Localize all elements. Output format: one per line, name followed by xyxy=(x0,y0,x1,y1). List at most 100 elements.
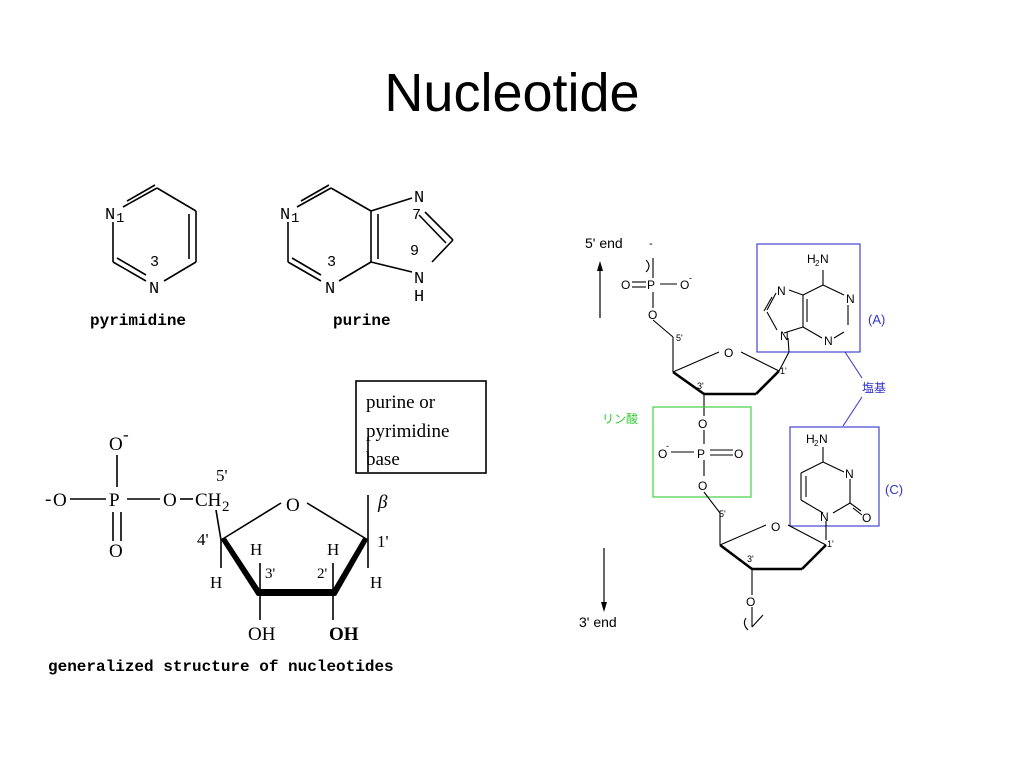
purine-pos1: 1 xyxy=(291,211,299,227)
phosphate-charge-left: - xyxy=(45,489,51,510)
adenine-h2n-h: H xyxy=(807,252,816,266)
pos3-label: 3' xyxy=(265,566,276,582)
cytosine-h2n-h: H xyxy=(806,432,815,446)
phosphate-o-link: O xyxy=(163,490,177,511)
purine-structure xyxy=(287,184,454,282)
base-label-connector xyxy=(842,351,863,427)
cytosine-o: O xyxy=(862,511,871,525)
pos1-label: 1' xyxy=(377,532,389,551)
upper-phosphate-charge: - xyxy=(689,273,692,283)
cytosine-box xyxy=(789,426,880,527)
phosphate-japanese-label: リン酸 xyxy=(602,411,638,426)
adenine-box xyxy=(756,243,861,353)
pos2-label: 2' xyxy=(317,566,328,582)
middle-phosphate-o-left: O xyxy=(658,447,667,461)
pyrimidine-caption: pyrimidine xyxy=(90,312,186,330)
base-line-3: base xyxy=(366,449,400,470)
lower-sugar-3: 3' xyxy=(747,554,754,564)
purine-n9: N xyxy=(414,270,424,289)
h2-label: H xyxy=(327,540,339,559)
lower-sugar-o: O xyxy=(771,520,780,534)
adenine-n7: N xyxy=(777,284,786,298)
purine-n3: N xyxy=(325,280,335,299)
cytosine-n1: N xyxy=(820,510,829,524)
h3-label: H xyxy=(250,540,262,559)
oh3-label: OH xyxy=(248,624,276,645)
cytosine-bonds xyxy=(800,447,863,540)
nucleotide-bonds xyxy=(70,437,369,620)
phosphate-box xyxy=(652,406,752,498)
beta-label: β xyxy=(377,492,388,513)
lower-sugar-o3: O xyxy=(746,595,755,609)
cytosine-h2n-2: 2 xyxy=(814,439,819,448)
cytosine-label: (C) xyxy=(885,482,903,497)
pyrimidine-pos3: 3 xyxy=(150,254,159,271)
middle-phosphate-o-right: O xyxy=(734,447,743,461)
nucleotide-caption: generalized structure of nucleotides xyxy=(48,658,394,676)
phosphate-o-left: O xyxy=(53,490,67,511)
base-japanese-label: 塩基 xyxy=(862,380,886,395)
middle-phosphate-o-bottom: O xyxy=(698,479,707,493)
ch2-subscript: 2 xyxy=(222,499,230,515)
purine-caption: purine xyxy=(333,312,391,330)
middle-phosphate-bonds xyxy=(671,430,733,545)
middle-phosphate-p: P xyxy=(697,447,705,461)
adenine-label: (A) xyxy=(868,312,885,327)
purine-pos9: 9 xyxy=(410,243,419,260)
upper-phosphate-dash: - xyxy=(649,238,653,250)
arrow-down xyxy=(601,548,607,612)
upper-phosphate-o-left: O xyxy=(621,278,630,292)
pos4-label: 4' xyxy=(197,530,209,549)
purine-h9: H xyxy=(414,288,424,307)
pos5-label: 5' xyxy=(216,466,228,485)
end3-label: 3' end xyxy=(579,614,617,630)
ring-bond-4-3 xyxy=(221,538,263,596)
adenine-n9: N xyxy=(780,329,789,343)
upper-phosphate-p: P xyxy=(647,278,655,292)
phosphate-o-bottom: O xyxy=(109,541,123,562)
middle-phosphate-o-top: O xyxy=(698,417,707,431)
upper-sugar-1: 1' xyxy=(780,366,787,376)
ring-bond-1-2 xyxy=(330,538,368,596)
phosphate-o-top: O xyxy=(109,434,123,455)
purine-n7: N xyxy=(414,189,424,208)
base-line-1: purine or xyxy=(366,392,436,413)
lower-sugar-1: 1' xyxy=(827,539,834,549)
cytosine-h2n-n: N xyxy=(819,432,828,446)
upper-sugar-o: O xyxy=(724,346,733,360)
adenine-h2n-n: N xyxy=(820,252,829,266)
purine-pos3: 3 xyxy=(327,254,336,271)
phosphate-p: P xyxy=(109,490,120,511)
pyrimidine-structure xyxy=(112,184,197,282)
upper-phosphate-bonds xyxy=(632,258,677,372)
slide-title: Nucleotide xyxy=(384,63,640,123)
end5-label: 5' end xyxy=(585,235,623,251)
upper-sugar-5: 5' xyxy=(676,333,683,343)
ring-bond-3-2 xyxy=(258,589,335,596)
upper-phosphate-o-right: O xyxy=(680,278,689,292)
pyrimidine-pos1: 1 xyxy=(116,211,124,227)
cytosine-n3: N xyxy=(845,467,854,481)
arrow-up xyxy=(597,261,603,318)
oh2-label: OH xyxy=(329,624,359,645)
upper-sugar-3: 3' xyxy=(697,381,704,391)
middle-phosphate-charge: - xyxy=(666,441,669,451)
purine-n1: N xyxy=(280,206,290,225)
base-box xyxy=(355,380,487,474)
purine-pos7: 7 xyxy=(412,207,421,224)
lower-sugar-5: 5' xyxy=(719,509,726,519)
upper-phosphate-o-bottom: O xyxy=(648,308,657,322)
ch2-label: CH xyxy=(195,490,222,511)
h-left-label: H xyxy=(210,573,222,592)
base-line-2: pyrimidine xyxy=(366,421,449,442)
adenine-n3: N xyxy=(824,334,833,348)
ring-o: O xyxy=(286,495,300,516)
upper-sugar-ring xyxy=(672,351,790,416)
adenine-h2n-2: 2 xyxy=(815,259,820,268)
lower-sugar-ring xyxy=(719,524,827,631)
adenine-bonds xyxy=(763,270,849,353)
pyrimidine-n1: N xyxy=(105,206,115,225)
phosphate-charge-top: - xyxy=(123,425,129,444)
h-right-label: H xyxy=(370,573,382,592)
